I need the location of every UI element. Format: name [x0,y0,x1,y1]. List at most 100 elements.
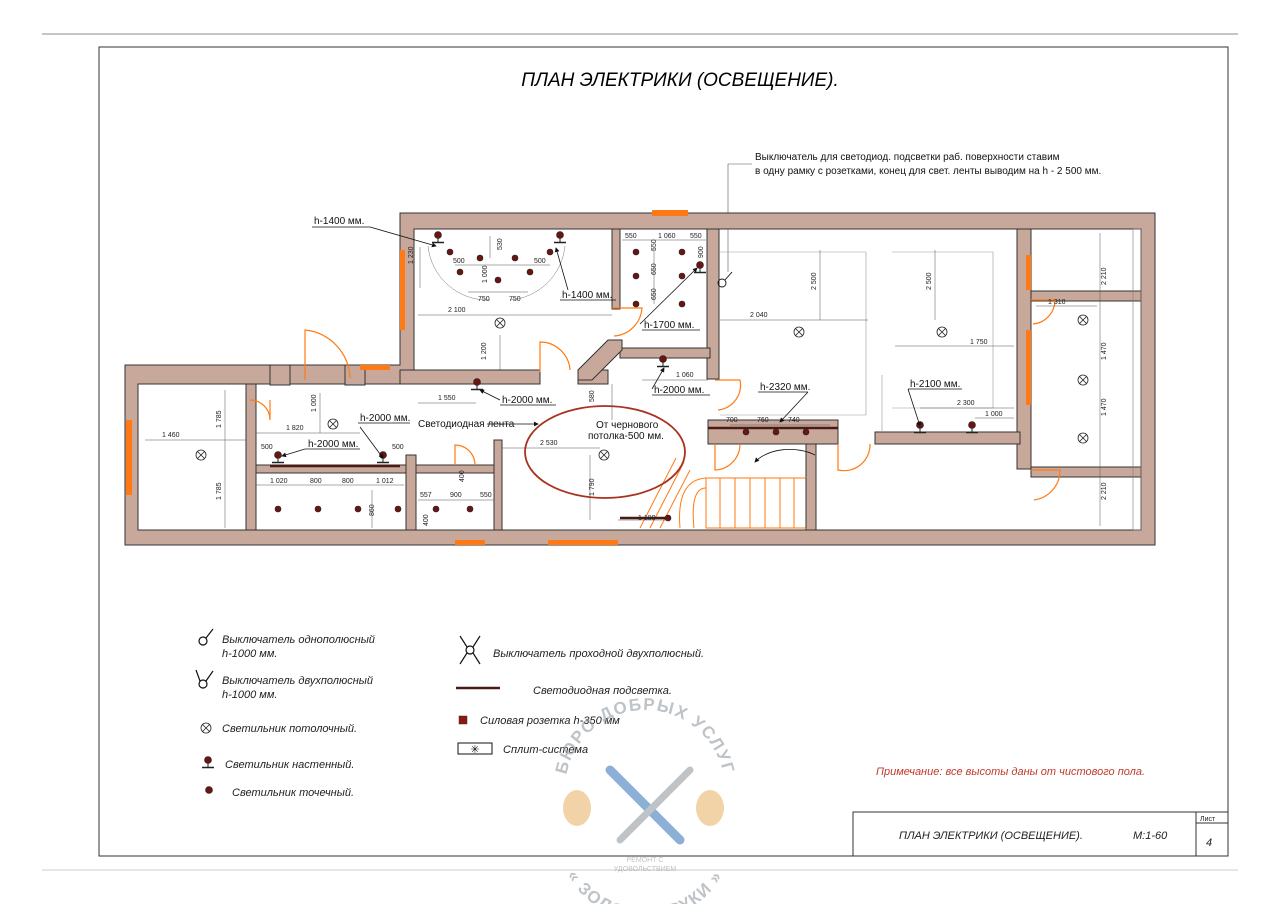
window-right-b [1026,330,1031,405]
door-bath [612,307,643,337]
dim-800a: 800 [310,478,322,485]
dim-2500b: 2 500 [926,272,933,290]
dim-2500a: 2 500 [811,272,818,290]
watermark-arc-top: БЮРО ДОБРЫХ УСЛУГ [552,695,737,776]
window-bedroom-left [400,250,405,330]
wall-kitchen-counter [707,419,839,445]
ceiling-light-bedroom [494,317,506,329]
ceiling-light-hall [327,418,339,430]
dim-2530: 2 530 [540,440,558,447]
legend-split: Сплит-система [503,744,588,756]
stamp-scale: М:1-60 [1133,830,1168,842]
wall-wc-right [493,439,503,531]
door-right-upper [1031,299,1056,325]
door-kitchen [715,379,742,411]
ceiling-light-living-1 [793,326,805,338]
dim-1785a: 1 785 [216,410,223,428]
dim-800b: 800 [342,478,354,485]
ceiling-light-kitchen [598,449,610,461]
label-h2000-bath-b: h-2000 мм. [308,439,358,450]
wall-right-lower [1030,466,1142,478]
legend-ceiling-light-icon [200,722,212,734]
dim-750a: 750 [478,296,490,303]
switch-note-line2: в одну рамку с розетками, конец для свет… [755,166,1101,177]
window-hall [360,365,390,370]
watermark-thumb-left [563,790,591,826]
drawing-frame [98,46,1229,857]
legend-split-icon: ✳ [457,742,493,756]
dim-500b: 500 [534,258,546,265]
legend-switch-double-l2: h-1000 мм. [222,689,277,701]
dimension-lines [145,233,1101,528]
dim-1060a: 1 060 [658,233,676,240]
ceiling-light-right-1 [1077,314,1089,326]
dim-750b: 750 [509,296,521,303]
wall-room1-right [245,383,257,531]
door-entry [304,329,351,380]
door-wc [454,444,476,466]
wall-light-bedroom-1 [431,230,445,244]
wall-mid-left [399,369,541,385]
dim-1460: 1 460 [162,432,180,439]
dim-2210a: 2 210 [1101,267,1108,285]
dim-1000a: 1 000 [482,265,489,283]
watermark-trowel [616,766,694,844]
window-kitchen [548,540,618,545]
legend-switch-single-icon [198,628,214,646]
label-ceiling-note-2: потолка-500 мм. [588,431,664,442]
dim-900b: 900 [450,492,462,499]
watermark-brush [605,765,685,845]
dim-760: 760 [757,417,769,424]
wall-light-bath2-2 [376,450,390,464]
dim-1230: 1 230 [408,246,415,264]
wall-bath2-right [405,454,417,531]
dim-1550: 1 550 [438,395,456,402]
label-h1400-a: h-1400 мм. [314,216,364,227]
dimension-labels: 1 230 500 1 000 530 500 750 750 2 100 1 … [162,233,1108,526]
label-h1400-b: h-1400 мм. [562,290,612,301]
switch-note-leader [727,163,752,272]
dim-550b: 550 [690,233,702,240]
legend-socket: Силовая розетка h-350 мм [480,715,620,727]
door-room1 [249,399,271,421]
svg-text:БЮРО ДОБРЫХ УСЛУГ: БЮРО ДОБРЫХ УСЛУГ [552,695,739,776]
legend-switch-double-l1: Выключатель двухполюсный [222,675,373,687]
dim-550c: 550 [651,239,658,251]
legend-ceiling-light: Светильник потолочный. [222,723,357,735]
window-right-a [1026,255,1031,290]
dim-557: 557 [420,492,432,499]
title-block [852,811,1229,857]
label-h2100: h-2100 мм. [910,379,960,390]
switch-note-line1: Выключатель для светодиод. подсветки раб… [755,151,1060,163]
leader-lines [281,226,922,459]
door-bedroom [539,341,571,372]
bedroom-arc-2 [509,245,566,301]
label-h2000-corridor: h-2000 мм. [502,395,552,406]
wall-wc-top [415,464,497,474]
svg-text:✳: ✳ [470,743,479,756]
ceiling-light-right-3 [1077,432,1089,444]
dim-1060b: 1 060 [676,372,694,379]
living-furniture-1 [720,251,867,416]
legend-socket-icon [458,715,468,725]
dim-900a: 900 [698,246,705,258]
legend-spot-light: Светильник точечный. [232,787,354,799]
dim-2100: 2 100 [448,307,466,314]
label-ceiling-note-1: От чернового [596,420,659,431]
dim-1012: 1 012 [376,478,394,485]
dim-400a: 400 [459,470,466,482]
door-right-lower [1031,469,1061,501]
dim-1020: 1 020 [270,478,288,485]
watermark-center-l2: УДОВОЛЬСТВИЕМ [614,866,677,873]
dim-700: 700 [726,417,738,424]
door-kitchen-2 [714,443,741,471]
label-h2320: h-2320 мм. [760,382,810,393]
ceiling-light-room1 [195,449,207,461]
legend: Выключатель однополюсный h-1000 мм. Выкл… [195,628,704,799]
dim-1180: 1 180 [638,515,656,522]
stamp-sheet-label: Лист [1200,816,1216,823]
watermark: БЮРО ДОБРЫХ УСЛУГ « ЗОЛОТЫЕ РУКИ » РЕМОН… [552,695,739,904]
ceiling-light-right-2 [1077,374,1089,386]
legend-switch-single-l2: h-1000 мм. [222,648,277,660]
dim-2300: 2 300 [957,400,975,407]
